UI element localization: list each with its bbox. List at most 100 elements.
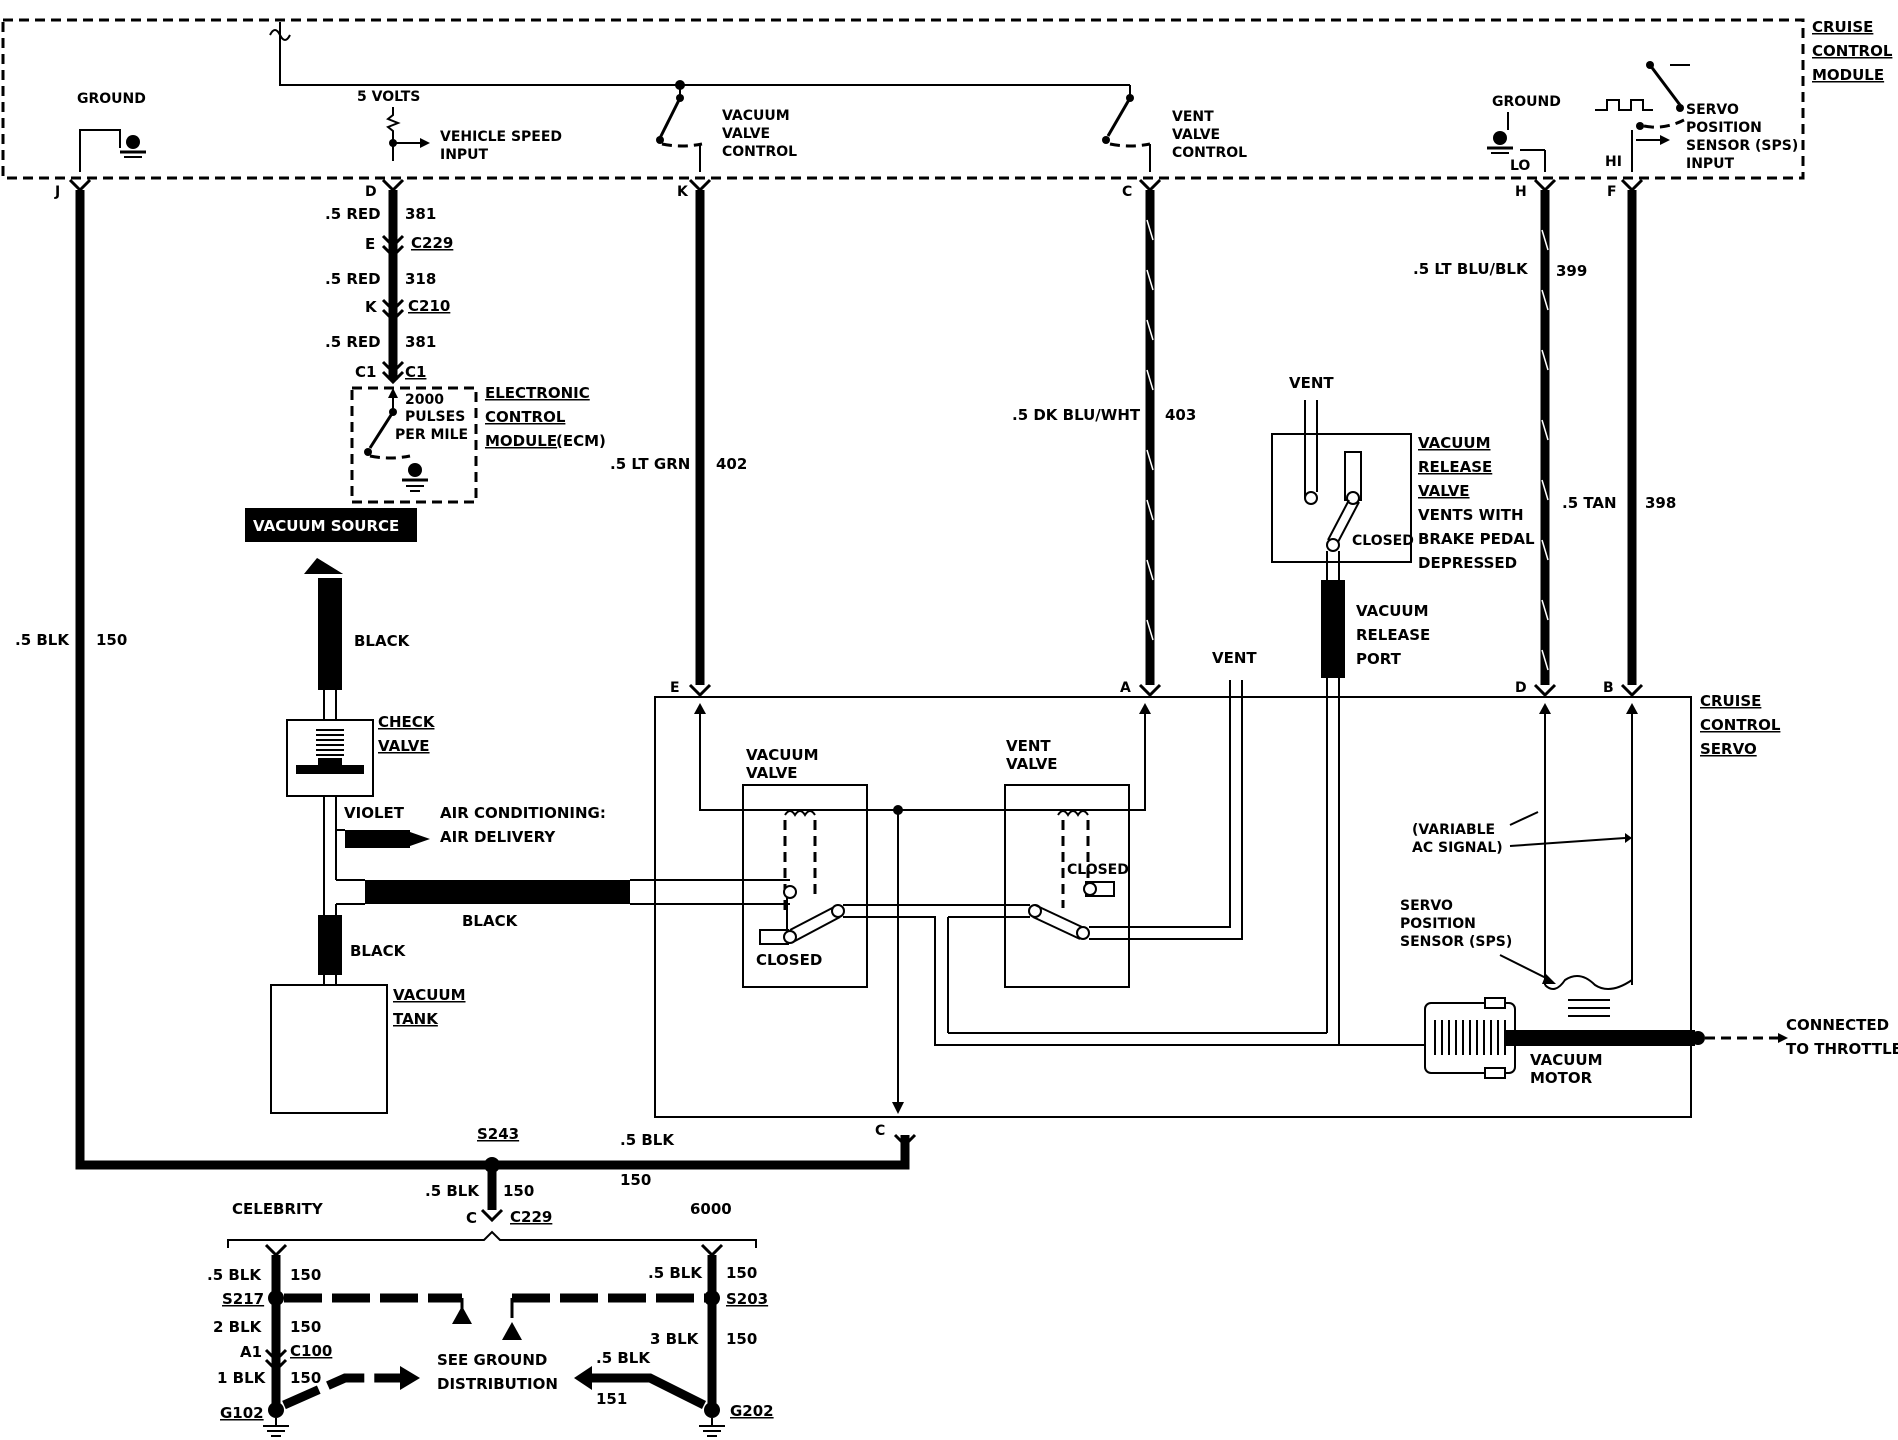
r-blk1: .5 BLK [648,1264,703,1282]
vacuum-release-valve-box [1271,433,1412,563]
motor-1: VACUUM [1530,1051,1603,1069]
pin-j: J [54,184,60,200]
module-title-3: MODULE [1812,66,1884,84]
lt-blu-label: .5 LT BLU/BLK [1413,260,1529,278]
variable-1: (VARIABLE [1412,822,1495,838]
r-blk3: .5 BLK [596,1349,651,1367]
l-num2: 150 [290,1318,321,1336]
see-ground-1: SEE GROUND [437,1351,547,1369]
l-blk1: .5 BLK [207,1266,262,1284]
release-vent-label: VENT [1289,374,1334,392]
g202-ground-icon [699,1418,725,1437]
c210-label: C210 [408,297,450,315]
lt-grn-label: .5 LT GRN [610,455,690,473]
sps-input-4: INPUT [1686,156,1735,172]
gd-c229: C229 [510,1208,552,1226]
release-port-2: RELEASE [1356,626,1430,644]
gd-c-pin: C [466,1209,477,1227]
ground2-symbol-icon [1487,131,1513,154]
s243-label: S243 [477,1125,519,1143]
gd-s243-blk: .5 BLK [425,1182,480,1200]
model-6000-label: 6000 [690,1200,732,1218]
vent-valve-box [1004,784,1130,988]
vacuum-valve-control-3: CONTROL [722,144,797,160]
g102-label: G102 [220,1404,264,1422]
module-title-2: CONTROL [1812,42,1893,60]
closed2-label: CLOSED [1067,862,1129,878]
vent-valve-2: VALVE [1006,755,1058,773]
pin-k: K [677,184,689,200]
vent-valve-control-3: CONTROL [1172,145,1247,161]
hi-label: HI [1605,154,1622,170]
release-label-3: VALVE [1418,482,1470,500]
red2-label: .5 RED [325,270,381,288]
wire-150-black [75,190,910,1170]
servo-vent-label: VENT [1212,649,1257,667]
l-blk3: 1 BLK [217,1369,267,1387]
c229-pin: E [365,235,375,253]
vacuum-valve-box [742,784,868,988]
vent-valve-control-1: VENT [1172,109,1214,125]
dk-blu-label: .5 DK BLU/WHT [1012,406,1141,424]
see-ground-2: DISTRIBUTION [437,1375,558,1393]
l-blk2: 2 BLK [213,1318,263,1336]
sps-input-3: SENSOR (SPS) [1686,138,1798,154]
r-num1: 150 [726,1264,757,1282]
motor-2: MOTOR [1530,1069,1593,1087]
red3-label: .5 RED [325,333,381,351]
module-ground2-label: GROUND [1492,94,1561,110]
c229-label: C229 [411,234,453,252]
vacuum-source-box [245,508,417,542]
release-closed-label: CLOSED [1352,533,1414,549]
r-num3: 151 [596,1390,627,1408]
ecm-pulses-3: PER MILE [395,427,468,443]
wire-blk-num: 150 [96,631,127,649]
sps-3: SENSOR (SPS) [1400,934,1512,950]
violet-label: VIOLET [344,804,405,822]
black2-label: BLACK [462,912,519,930]
celebrity-label: CELEBRITY [232,1200,324,1218]
ecm-pulses-1: 2000 [405,392,444,408]
red2-num: 318 [405,270,436,288]
module-connector-chevrons [68,178,1644,193]
cruise-servo-box [654,696,1692,1118]
c1-left: C1 [355,363,376,381]
vacuum-valve-control-1: VACUUM [722,108,790,124]
throttle-1: CONNECTED [1786,1016,1889,1034]
module-box [1,18,1805,180]
gd-blk-label: .5 BLK [620,1131,675,1149]
five-volts-label: 5 VOLTS [357,89,420,105]
black1-label: BLACK [354,632,411,650]
c100-label: C100 [290,1342,332,1360]
servo-title-1: CRUISE [1700,692,1761,710]
l-num3: 150 [290,1369,321,1387]
s203-label: S203 [726,1290,768,1308]
ecm-box [350,386,478,504]
servo-title-2: CONTROL [1700,716,1781,734]
r-blk2: 3 BLK [650,1330,700,1348]
check-valve-1: CHECK [378,713,436,731]
red3-num: 381 [405,333,436,351]
ecm-label-3: MODULE [485,432,557,450]
module-internal-bus [279,22,1130,86]
servo-pin-c: C [875,1123,885,1139]
vacuum-valve-2: VALVE [746,764,798,782]
ac-line-1: AIR CONDITIONING: [440,804,606,822]
red1-label: .5 RED [325,205,381,223]
servo-pin-e: E [670,680,680,696]
vacuum-valve-1: VACUUM [746,746,819,764]
vacuum-source-label: VACUUM SOURCE [253,517,399,535]
pin-h: H [1515,184,1527,200]
c210-pin: K [365,298,378,316]
servo-pin-d: D [1515,680,1527,696]
dk-blu-num: 403 [1165,406,1196,424]
lo-label: LO [1510,158,1530,174]
servo-title-3: SERVO [1700,740,1757,758]
throttle-2: TO THROTTLE [1786,1040,1898,1058]
ground-symbol-icon [120,135,146,158]
vacuum-valve-control-2: VALVE [722,126,770,142]
servo-pin-a: A [1120,680,1131,696]
release-desc-3: DEPRESSED [1418,554,1517,572]
sps-1: SERVO [1400,898,1453,914]
